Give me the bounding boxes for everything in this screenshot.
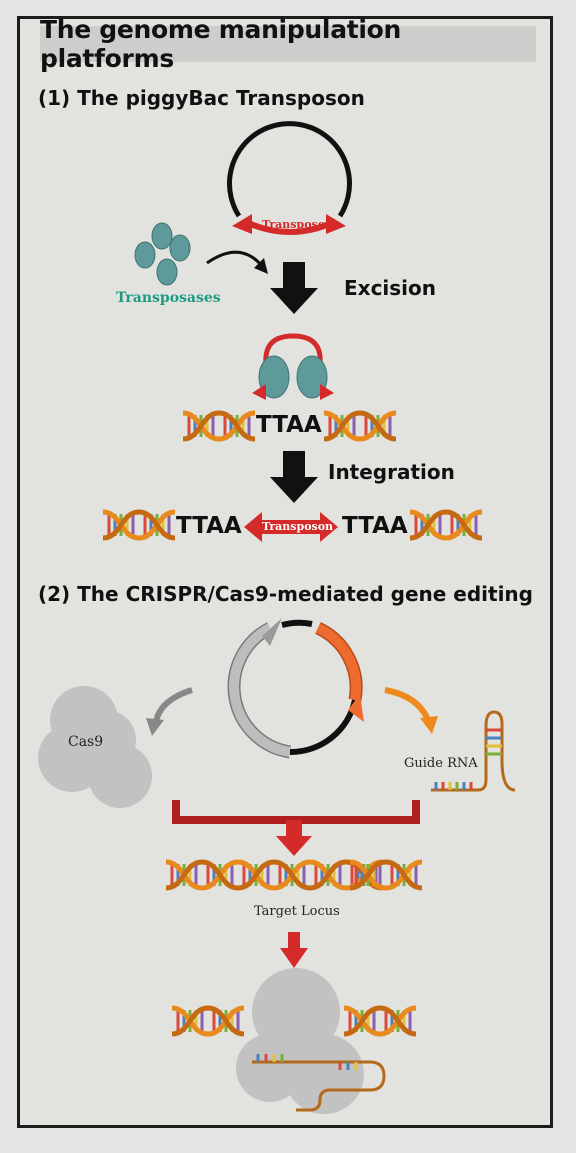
transposon-label: Transposon — [262, 218, 334, 231]
guide-rna-icon — [431, 710, 516, 792]
integration-label: Integration — [328, 460, 455, 484]
cas9-label: Cas9 — [68, 734, 104, 750]
dna-helix-right — [324, 413, 396, 439]
target-locus-helix — [310, 862, 382, 888]
target-locus-label: Target Locus — [254, 904, 340, 919]
transposon-plasmid — [227, 121, 352, 235]
down-arrow-icon — [280, 932, 308, 968]
figure-frame — [17, 16, 553, 1128]
curved-arrow-icon — [206, 250, 264, 267]
excision-arrow-icon — [270, 262, 318, 314]
dna-helix-left — [103, 512, 175, 538]
bound-guide-rna-icon — [252, 1054, 386, 1112]
target-locus-helix — [350, 862, 422, 888]
transposon-arrow-label: Transposon — [262, 520, 334, 533]
edited-dna-helix-left — [172, 1008, 244, 1034]
ttaa-label: TTAA — [256, 412, 322, 438]
transposases-label: Transposases — [116, 290, 221, 306]
ttaa-right-label: TTAA — [342, 513, 408, 539]
orange-arrow-icon — [384, 687, 431, 722]
section2-heading: (2) The CRISPR/Cas9-mediated gene editin… — [38, 582, 533, 606]
target-locus-helix — [166, 862, 238, 888]
excision-label: Excision — [344, 276, 437, 300]
merge-arrow-icon — [172, 800, 420, 856]
dna-helix-right — [410, 512, 482, 538]
cas9-dna-complex-icon — [236, 968, 364, 1114]
guide-rna-label: Guide RNA — [404, 756, 478, 771]
target-locus-helix — [238, 862, 310, 888]
edited-dna-helix-right — [344, 1008, 416, 1034]
integration-arrow-icon — [270, 451, 318, 503]
excised-transposon-icon — [252, 333, 334, 400]
cas9-protein-icon — [38, 686, 152, 808]
cas9-plasmid — [227, 618, 364, 759]
dna-helix-left — [183, 413, 255, 439]
gray-arrow-icon — [153, 687, 193, 723]
transposon-double-arrow-icon — [244, 512, 338, 542]
transposase-icon — [134, 222, 191, 286]
section1-heading: (1) The piggyBac Transposon — [38, 86, 365, 110]
ttaa-left-label: TTAA — [176, 513, 242, 539]
